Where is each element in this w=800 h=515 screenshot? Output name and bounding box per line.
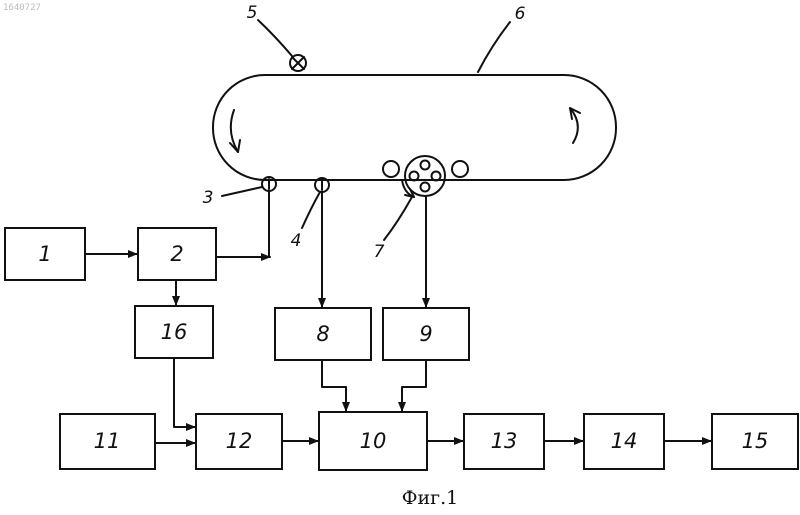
block-14-label: 14 bbox=[611, 429, 638, 453]
block-10-label: 10 bbox=[360, 429, 387, 453]
block-2-label: 2 bbox=[170, 242, 183, 266]
leader-6 bbox=[478, 22, 510, 72]
link-8-10 bbox=[322, 360, 346, 411]
corner-id: 1640727 bbox=[3, 3, 41, 13]
block-8-label: 8 bbox=[316, 322, 329, 346]
label-7: 7 bbox=[374, 242, 385, 262]
label-3: 3 bbox=[203, 188, 214, 208]
vessel-body bbox=[213, 75, 616, 180]
link-9-10 bbox=[402, 360, 426, 411]
block-15-label: 15 bbox=[742, 429, 769, 453]
link-2-3 bbox=[216, 192, 269, 257]
block-11-label: 11 bbox=[94, 429, 121, 453]
valve-5 bbox=[290, 55, 306, 71]
rotor-assembly-7 bbox=[383, 156, 468, 197]
label-4: 4 bbox=[291, 231, 302, 251]
block-12-label: 12 bbox=[226, 429, 253, 453]
link-16-12 bbox=[174, 358, 195, 427]
vessel: 6 5 3 4 7 bbox=[203, 3, 616, 262]
label-6: 6 bbox=[515, 4, 526, 24]
figure-caption: Фиг.1 bbox=[402, 487, 459, 509]
leader-7 bbox=[384, 197, 412, 240]
block-9-label: 9 bbox=[419, 322, 432, 346]
leader-5 bbox=[258, 20, 292, 56]
block-1-label: 1 bbox=[38, 242, 51, 266]
block-16-label: 16 bbox=[161, 320, 188, 344]
leader-4 bbox=[302, 192, 320, 228]
block-13-label: 13 bbox=[491, 429, 518, 453]
leader-3 bbox=[222, 187, 262, 196]
label-5: 5 bbox=[247, 3, 258, 23]
